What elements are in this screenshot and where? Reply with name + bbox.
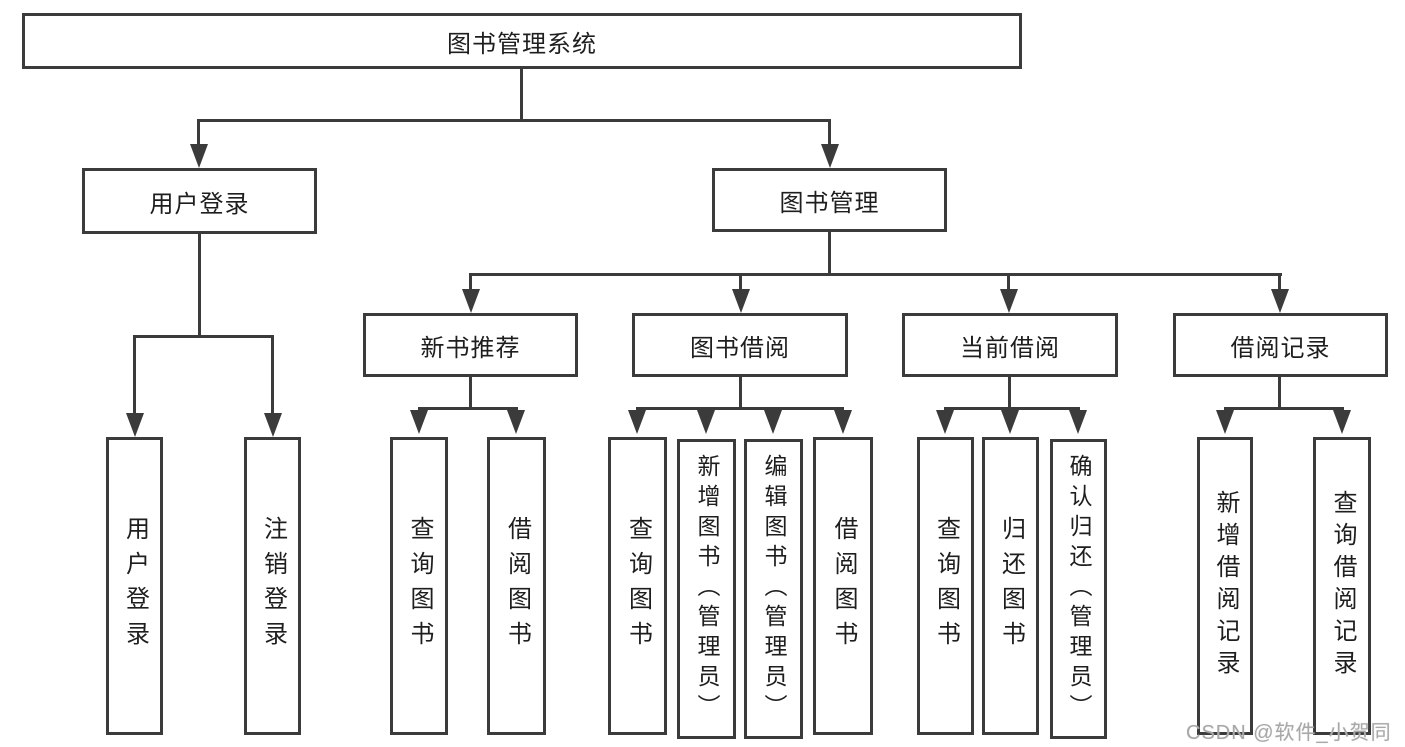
- arrowhead-cb-confirm-icon: [1069, 410, 1087, 434]
- node-borrow-rec-label: 借阅记录: [1230, 334, 1331, 362]
- node-user-login-label: 用户登录: [149, 190, 250, 218]
- node-leaf-cb-confirm-label: 确认归还（管理员）: [1066, 454, 1092, 724]
- arrowhead-cb-return-icon: [1001, 410, 1019, 434]
- node-leaf-bb-edit-label: 编辑图书（管理员）: [761, 454, 787, 724]
- connector-borrowrec-drop: [1278, 276, 1281, 290]
- connector-bookmgmt-bar: [469, 273, 1282, 276]
- connector-newrec-bar: [418, 407, 518, 410]
- connector-curborrow-drop: [1007, 276, 1010, 290]
- arrowhead-curborrow-icon: [1000, 289, 1018, 313]
- connector-root-bar: [197, 119, 831, 122]
- node-leaf-cb-return: 归还图书: [982, 437, 1039, 735]
- node-leaf-logout-label: 注销登录: [259, 516, 287, 656]
- arrowhead-cb-query-icon: [936, 410, 954, 434]
- node-leaf-cb-return-label: 归还图书: [997, 516, 1025, 656]
- node-leaf-nr-query: 查询图书: [390, 437, 448, 735]
- arrowhead-bb-borrow-icon: [834, 410, 852, 434]
- node-cur-borrow: 当前借阅: [902, 313, 1118, 377]
- connector-curborrow-stem: [1008, 377, 1011, 410]
- node-user-login: 用户登录: [82, 168, 317, 234]
- node-leaf-bb-edit: 编辑图书（管理员）: [744, 439, 803, 739]
- node-leaf-cb-confirm: 确认归还（管理员）: [1050, 439, 1107, 739]
- arrowhead-bb-edit-icon: [764, 410, 782, 434]
- connector-bookborrow-drop: [739, 276, 742, 290]
- arrowhead-br-add-icon: [1216, 410, 1234, 434]
- node-book-mgmt: 图书管理: [712, 168, 947, 232]
- connector-bookborrow-stem: [739, 377, 742, 410]
- connector-newrec-drop: [469, 276, 472, 290]
- arrowhead-bb-add-icon: [697, 410, 715, 434]
- arrowhead-leaf-userlogin-icon: [126, 413, 144, 437]
- arrowhead-leaf-logout-icon: [264, 413, 282, 437]
- node-leaf-user-login: 用户登录: [106, 437, 163, 735]
- arrowhead-userlogin-icon: [190, 144, 208, 168]
- arrowhead-borrowrec-icon: [1271, 289, 1289, 313]
- node-leaf-br-query-label: 查询借阅记录: [1329, 490, 1356, 682]
- arrowhead-nr-query-icon: [410, 410, 428, 434]
- connector-userlogin-drop: [197, 122, 200, 146]
- node-book-borrow-label: 图书借阅: [690, 334, 790, 362]
- node-leaf-bb-borrow: 借阅图书: [813, 437, 873, 735]
- node-leaf-br-query: 查询借阅记录: [1313, 437, 1371, 735]
- arrowhead-br-query-icon: [1333, 410, 1351, 434]
- node-root: 图书管理系统: [22, 13, 1022, 69]
- arrowhead-bb-query-icon: [628, 410, 646, 434]
- connector-root-stem: [520, 69, 523, 122]
- node-leaf-logout: 注销登录: [244, 437, 301, 735]
- node-leaf-nr-query-label: 查询图书: [406, 516, 433, 656]
- node-new-rec: 新书推荐: [363, 313, 578, 377]
- node-leaf-cb-query: 查询图书: [917, 437, 974, 735]
- node-leaf-br-add-label: 新增借阅记录: [1212, 490, 1239, 682]
- node-leaf-nr-borrow-label: 借阅图书: [503, 516, 531, 656]
- node-cur-borrow-label: 当前借阅: [960, 334, 1060, 362]
- node-book-mgmt-label: 图书管理: [779, 189, 880, 217]
- node-leaf-cb-query-label: 查询图书: [932, 516, 960, 656]
- arrowhead-bookmgmt-icon: [821, 144, 839, 168]
- node-leaf-bb-add-label: 新增图书（管理员）: [694, 454, 720, 724]
- connector-borrowrec-bar: [1224, 407, 1344, 410]
- node-leaf-user-login-label: 用户登录: [121, 516, 149, 656]
- node-root-label: 图书管理系统: [447, 30, 597, 58]
- watermark-text: CSDN @软件_小贺同学: [1186, 722, 1392, 744]
- node-borrow-rec: 借阅记录: [1173, 313, 1388, 377]
- connector-userlogin-stem: [198, 234, 201, 338]
- node-leaf-bb-query: 查询图书: [608, 437, 667, 735]
- arrowhead-newrec-icon: [462, 289, 480, 313]
- node-book-borrow: 图书借阅: [632, 313, 848, 377]
- connector-borrowrec-stem: [1278, 377, 1281, 410]
- node-leaf-bb-add: 新增图书（管理员）: [677, 439, 736, 739]
- connector-bookborrow-bar: [636, 407, 844, 410]
- node-leaf-bb-query-label: 查询图书: [624, 516, 652, 656]
- node-leaf-nr-borrow: 借阅图书: [487, 437, 546, 735]
- connector-bookmgmt-stem: [828, 232, 831, 276]
- arrowhead-nr-borrow-icon: [507, 410, 525, 434]
- connector-leaf-logout-drop: [271, 338, 274, 413]
- connector-newrec-stem: [469, 377, 472, 410]
- connector-leaf-userlogin-drop: [133, 338, 136, 413]
- node-leaf-bb-borrow-label: 借阅图书: [830, 516, 857, 656]
- connector-userlogin-bar: [133, 335, 274, 338]
- arrowhead-bookborrow-icon: [732, 289, 750, 313]
- connector-curborrow-bar: [944, 407, 1080, 410]
- node-leaf-br-add: 新增借阅记录: [1197, 437, 1253, 735]
- connector-bookmgmt-drop: [828, 122, 831, 146]
- node-new-rec-label: 新书推荐: [420, 334, 521, 362]
